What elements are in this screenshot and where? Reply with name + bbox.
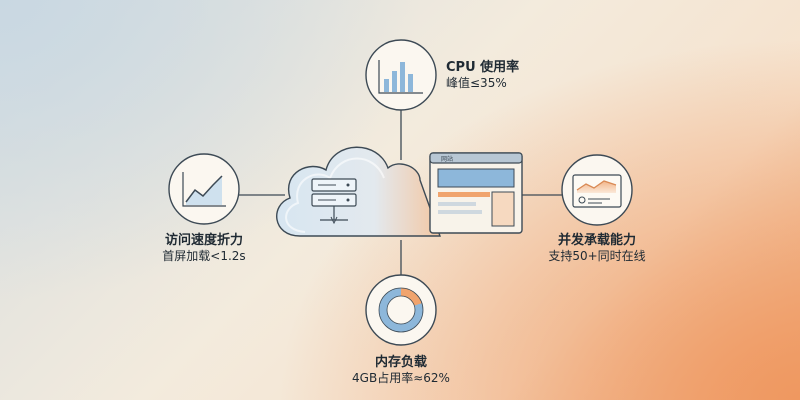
concurrency-title: 并发承载能力 [557, 233, 636, 248]
memory-node [365, 274, 437, 346]
browser-title: 网站 [441, 155, 453, 163]
speed-label: 访问速度折力 首屏加载<1.2s [134, 233, 274, 264]
browser-window-icon: 网站 [429, 152, 523, 234]
cpu-node [365, 39, 437, 111]
memory-label: 内存负载 4GB占用率≈62% [331, 355, 471, 386]
donut-chart-icon [378, 287, 424, 333]
bar-chart-icon [378, 60, 423, 94]
cpu-title: CPU 使用率 [446, 60, 520, 75]
memory-title: 内存负载 [374, 355, 427, 370]
cloud-shape [276, 146, 441, 237]
concurrency-label: 并发承载能力 支持50+同时在线 [527, 233, 667, 264]
speed-node [168, 153, 240, 225]
concurrency-node [561, 154, 633, 226]
concurrency-subtitle: 支持50+同时在线 [548, 249, 646, 264]
cpu-label: CPU 使用率 峰值≤35% [446, 60, 519, 91]
connector-lines [238, 110, 564, 275]
speed-title: 访问速度折力 [164, 233, 243, 248]
speed-subtitle: 首屏加载<1.2s [162, 249, 246, 264]
cpu-subtitle: 峰值≤35% [446, 76, 507, 91]
server-icon [311, 178, 357, 225]
cloud-server-icon [276, 146, 441, 237]
dashboard-icon [572, 174, 622, 208]
memory-subtitle: 4GB占用率≈62% [352, 371, 450, 386]
line-chart-icon [182, 172, 226, 207]
